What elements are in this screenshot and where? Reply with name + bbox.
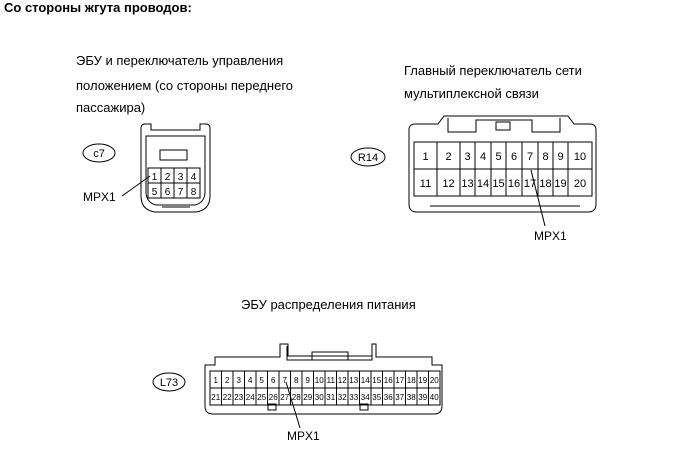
c7-pin-7: 7 [178,187,184,198]
l73-pin-13: 13 [349,376,358,385]
r14-description-line-2: мультиплексной связи [404,86,539,101]
l73-signal-leader [285,381,301,429]
l73-pin-7: 7 [283,376,288,385]
l73-pin-32: 32 [338,393,347,402]
l73-pin-39: 39 [418,393,427,402]
l73-pin-30: 30 [315,393,324,402]
l73-pin-34: 34 [361,393,370,402]
r14-pin-cell [567,168,593,197]
l73-pin-27: 27 [280,393,289,402]
r14-signal-label: MPX1 [534,229,567,243]
r14-pin-1: 1 [422,151,428,163]
r14-pin-16: 16 [508,178,520,190]
l73-description: ЭБУ распределения питания [241,297,416,312]
l73-pin-35: 35 [372,393,381,402]
l73-pin-26: 26 [269,393,278,402]
l73-pin-16: 16 [384,376,393,385]
r14-pin-15: 15 [492,178,504,190]
c7-connector [82,123,211,213]
l73-pin-28: 28 [292,393,301,402]
c7-code-bubble [82,143,116,163]
r14-pin-20: 20 [574,178,586,190]
l73-pin-14: 14 [361,376,370,385]
r14-pin-10: 10 [574,151,586,163]
l73-code-bubble [152,372,186,392]
c7-description-line-1: ЭБУ и переключатель управления [76,53,284,68]
l73-pin-33: 33 [349,393,358,402]
l73-pin-24: 24 [246,393,255,402]
l73-pin-cell [428,387,441,406]
r14-pin-11: 11 [420,178,431,190]
l73-pin-19: 19 [418,376,427,385]
r14-connector [350,115,597,213]
c7-pin-8: 8 [191,187,197,198]
l73-pin-17: 17 [395,376,404,385]
l73-pin-5: 5 [260,376,265,385]
l73-pin-40: 40 [430,393,439,402]
signal-leaders [285,169,546,429]
l73-pin-4: 4 [248,376,253,385]
l73-pin-15: 15 [372,376,381,385]
r14-pin-14: 14 [477,178,489,190]
l73-signal-label: MPX1 [287,429,320,443]
c7-pin-2: 2 [165,172,171,183]
l73-pin-18: 18 [407,376,416,385]
l73-pin-9: 9 [306,376,311,385]
c7-signal-leader [121,175,151,197]
c7-pin-5: 5 [152,187,158,198]
r14-pin-17: 17 [524,178,536,190]
page-heading: Со стороны жгута проводов: [4,0,192,15]
l73-pin-8: 8 [294,376,299,385]
c7-pin-4: 4 [191,172,197,183]
r14-pin-19: 19 [554,178,566,190]
l73-pin-21: 21 [211,393,220,402]
l73-pin-25: 25 [257,393,266,402]
l73-pin-29: 29 [303,393,312,402]
l73-pin-22: 22 [223,393,232,402]
c7-pin-3: 3 [178,172,184,183]
l73-pin-11: 11 [327,376,336,385]
l73-pin-20: 20 [430,376,439,385]
r14-pin-3: 3 [464,151,470,163]
l73-pin-2: 2 [225,376,230,385]
l73-pin-38: 38 [407,393,416,402]
r14-pin-18: 18 [539,178,551,190]
r14-code: R14 [358,152,378,164]
l73-code: L73 [160,377,178,389]
r14-pin-9: 9 [557,151,563,163]
r14-signal-leader [530,169,546,227]
r14-pin-13: 13 [461,178,473,190]
l73-pin-12: 12 [338,376,347,385]
r14-pin-6: 6 [511,151,517,163]
l73-pin-1: 1 [214,376,219,385]
l73-pin-3: 3 [237,376,242,385]
l73-pin-31: 31 [326,393,335,402]
c7-description-line-2: положением (со стороны переднего [76,78,294,93]
r14-pin-4: 4 [480,151,486,163]
r14-pin-8: 8 [542,151,548,163]
r14-pin-5: 5 [495,151,501,163]
l73-pin-10: 10 [315,376,324,385]
l73-pin-23: 23 [234,393,243,402]
l73-pin-36: 36 [384,393,393,402]
c7-description-line-3: пассажира) [76,100,146,115]
l73-pin-37: 37 [395,393,404,402]
r14-pin-7: 7 [527,151,533,163]
c7-pin-1: 1 [152,172,158,183]
r14-description-line-1: Главный переключатель сети [404,63,582,78]
r14-pin-12: 12 [442,178,454,190]
r14-pin-2: 2 [445,151,451,163]
r14-code-bubble [350,147,386,167]
c7-pin-6: 6 [165,187,171,198]
l73-pin-6: 6 [271,376,276,385]
c7-code: c7 [93,148,105,160]
c7-signal-label: MPX1 [83,190,116,204]
